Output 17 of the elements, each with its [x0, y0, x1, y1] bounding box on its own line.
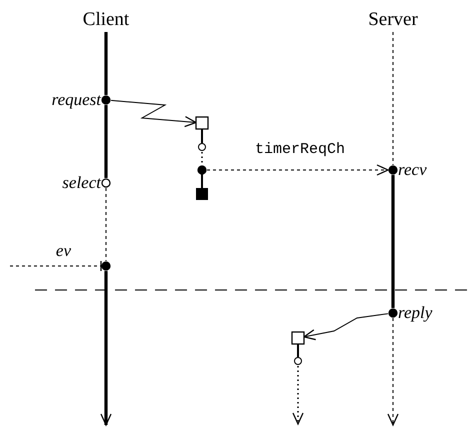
lifeline-title: Client	[66, 9, 146, 31]
message-arrow	[100, 271, 112, 426]
lifeline	[392, 32, 394, 166]
dashed-arrow	[206, 164, 389, 176]
message-arrow	[110, 100, 197, 128]
event-label: select	[62, 173, 101, 193]
lifeline-title: Server	[353, 9, 433, 31]
lifeline	[104, 105, 108, 178]
lifeline	[391, 175, 395, 308]
lifeline	[104, 32, 108, 95]
event-label: request	[52, 90, 101, 110]
message-arrow	[303, 313, 389, 340]
event-label: ev	[56, 241, 71, 261]
edge-label: timerReqCh	[254, 142, 346, 158]
event-label: reply	[398, 303, 432, 323]
event-label: recv	[398, 160, 427, 180]
dashed-arrow	[387, 318, 399, 426]
